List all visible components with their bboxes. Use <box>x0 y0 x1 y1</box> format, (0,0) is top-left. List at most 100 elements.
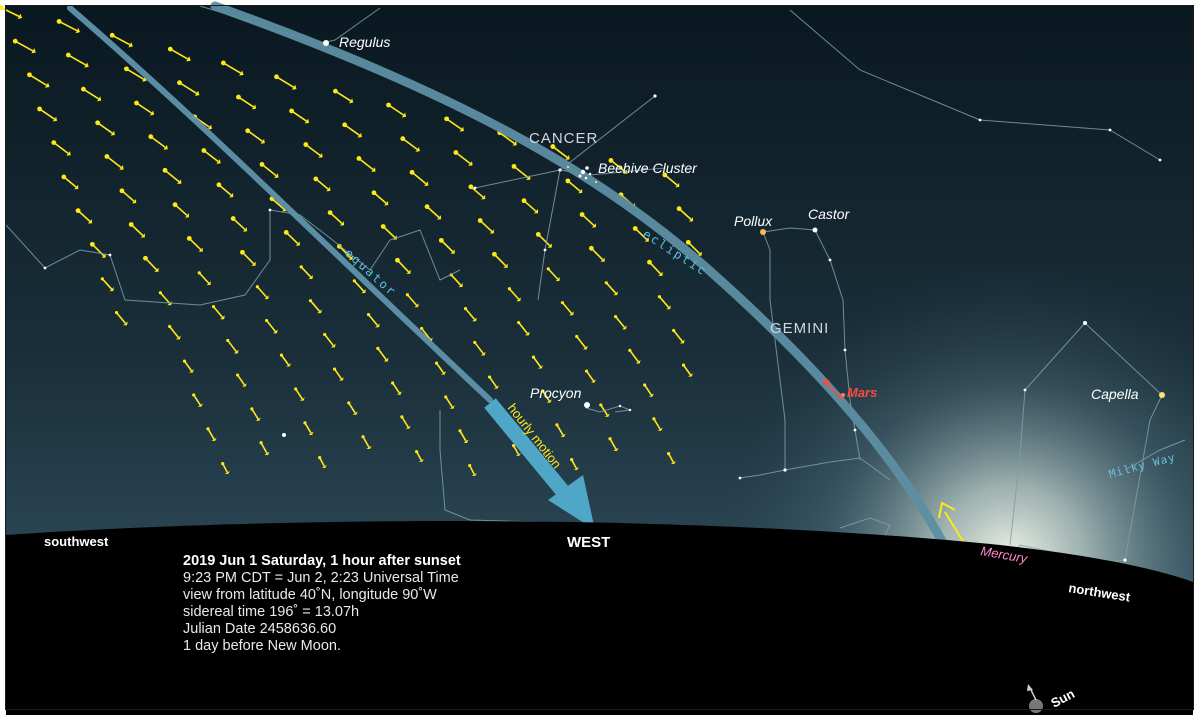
motion-arrow <box>628 348 641 364</box>
motion-arrow <box>391 381 402 395</box>
motion-arrow <box>303 142 323 158</box>
motion-arrow <box>75 208 92 224</box>
motion-arrow <box>245 128 265 144</box>
motion-arrow <box>521 198 539 214</box>
motion-arrow <box>250 407 261 421</box>
capella-star <box>1159 392 1165 398</box>
motion-arrow <box>201 148 221 164</box>
motion-arrow <box>492 251 508 268</box>
motion-arrow <box>308 299 322 314</box>
motion-arrow <box>294 387 305 401</box>
motion-arrow <box>657 295 671 310</box>
motion-arrow <box>584 369 596 383</box>
motion-arrow <box>236 94 257 110</box>
motion-arrow <box>221 461 230 474</box>
regulus-star <box>323 40 329 46</box>
info-location: view from latitude 40˚N, longitude 90˚W <box>183 587 437 603</box>
motion-arrow <box>162 167 182 185</box>
gemini-label: GEMINI <box>770 320 829 337</box>
motion-arrow <box>333 88 354 104</box>
motion-arrow <box>570 457 579 470</box>
motion-arrow <box>100 277 114 292</box>
info-moon: 1 day before New Moon. <box>183 638 341 654</box>
motion-arrow <box>168 324 181 340</box>
motion-arrow <box>376 346 389 362</box>
castor-star <box>812 227 818 233</box>
motion-arrow <box>599 403 610 417</box>
motion-arrow <box>395 257 411 274</box>
chart-frame <box>5 5 1194 710</box>
southwest-label: southwest <box>44 534 109 549</box>
motion-arrow <box>643 383 654 397</box>
motion-arrow <box>685 239 702 256</box>
motion-arrow <box>177 80 200 96</box>
motion-arrow <box>274 74 297 90</box>
motion-arrow <box>279 353 291 367</box>
motion-arrow <box>517 320 530 336</box>
mars-dot <box>841 393 845 397</box>
motion-arrow <box>134 100 155 116</box>
motion-arrow <box>507 287 521 302</box>
motion-arrow <box>361 435 372 450</box>
motion-arrow <box>81 86 102 102</box>
motion-arrow <box>647 259 663 276</box>
motion-arrow <box>283 230 300 246</box>
motion-arrow <box>51 140 71 156</box>
motion-arrow <box>240 249 256 266</box>
motion-arrow <box>167 46 191 62</box>
motion-arrow <box>667 452 677 464</box>
motion-arrow <box>289 108 310 124</box>
motion-arrow <box>662 172 680 188</box>
info-julian: Julian Date 2458636.60 <box>183 621 337 637</box>
motion-arrow <box>444 395 455 409</box>
motion-arrow <box>560 301 574 316</box>
motion-arrow <box>61 174 79 190</box>
motion-arrow <box>366 312 380 328</box>
motion-arrow <box>352 279 366 294</box>
motion-arrow <box>608 158 628 174</box>
ground <box>6 521 1193 715</box>
pollux-label: Pollux <box>734 213 773 229</box>
motion-arrow <box>186 235 203 252</box>
motion-arrow <box>555 423 566 437</box>
motion-arrow <box>453 150 473 166</box>
motion-arrow <box>148 134 168 150</box>
motion-arrow <box>652 417 663 431</box>
procyon-label: Procyon <box>530 385 582 401</box>
motion-arrow <box>681 363 693 377</box>
motion-arrow <box>676 206 694 222</box>
motion-arrow <box>299 265 313 280</box>
motion-arrow <box>109 32 133 48</box>
capella-label: Capella <box>1091 386 1139 402</box>
motion-arrow <box>424 204 442 220</box>
motion-arrow <box>342 122 362 138</box>
motion-arrow <box>473 340 486 356</box>
motion-arrow <box>318 455 327 468</box>
motion-arrow <box>259 441 270 456</box>
motion-arrow <box>613 314 627 330</box>
motion-arrow <box>434 361 446 375</box>
motion-arrow <box>323 332 336 348</box>
motion-arrow <box>192 393 203 407</box>
motion-arrow <box>230 216 247 232</box>
motion-arrow <box>511 163 531 180</box>
motion-arrow <box>608 437 619 452</box>
ecliptic-line <box>210 1 955 561</box>
motion-arrow <box>588 245 605 262</box>
pollux-star <box>760 229 766 235</box>
motion-arrow <box>380 224 397 240</box>
motion-arrow <box>211 305 225 320</box>
motion-arrow <box>400 136 420 152</box>
hourly-motion-arrow <box>484 398 595 530</box>
motion-arrow <box>206 427 217 441</box>
motion-arrow <box>119 188 137 204</box>
motion-arrow <box>386 102 407 118</box>
motion-arrow <box>303 421 314 435</box>
motion-arrow <box>550 144 570 160</box>
beehive-label: Beehive Cluster <box>598 160 698 176</box>
motion-arrow <box>172 202 190 218</box>
motion-arrow <box>37 106 58 122</box>
motion-arrow <box>449 273 463 288</box>
castor-label: Castor <box>808 206 851 222</box>
